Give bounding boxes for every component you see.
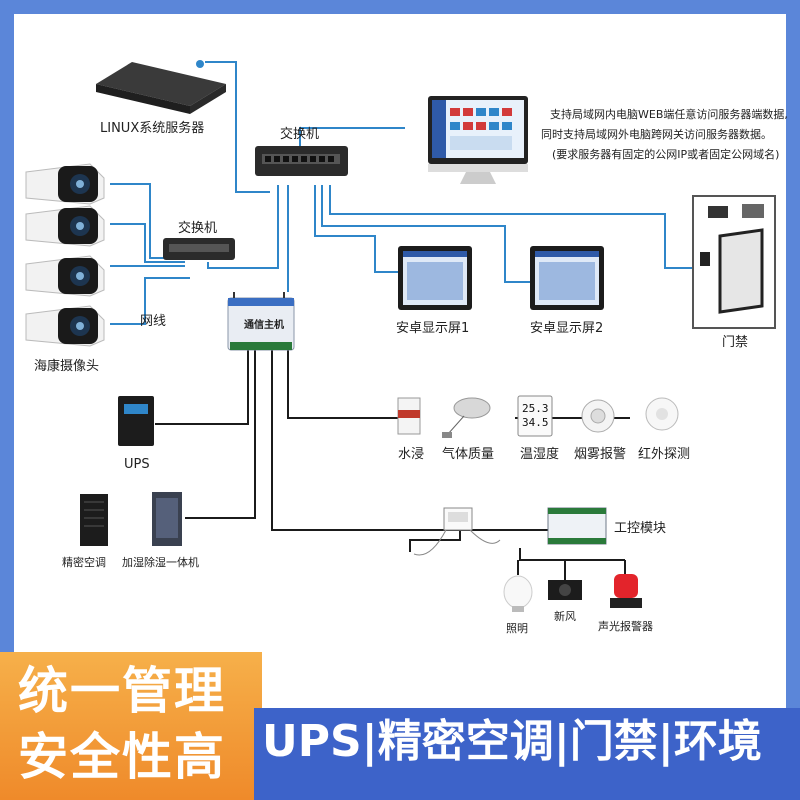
switch-top-icon xyxy=(255,146,348,176)
infrared-label: 红外探测 xyxy=(638,446,690,462)
cable-switch-screen2 xyxy=(321,185,530,283)
ups-label: UPS xyxy=(124,457,150,472)
wall-sensor-icon xyxy=(413,507,501,556)
camera-label: 海康摄像头 xyxy=(34,358,99,374)
switch-left-label: 交换机 xyxy=(178,220,217,236)
humidifier-label: 加湿除湿一体机 xyxy=(122,555,199,569)
switch-top-label: 交换机 xyxy=(280,126,319,142)
banner-left-line-2: 安全性高 xyxy=(18,728,226,786)
cable-cam2 xyxy=(110,223,185,263)
diagram-frame xyxy=(14,14,786,774)
lighting-icon xyxy=(503,575,533,612)
io-module-label: 工控模块 xyxy=(614,521,666,536)
camera-2-icon xyxy=(25,205,105,247)
air-quality-icon xyxy=(442,397,491,438)
lighting-label: 照明 xyxy=(506,622,528,635)
pc-monitor-icon xyxy=(428,96,528,184)
cable-leftswitch-topswitch xyxy=(207,185,279,269)
banner-left: 统一管理 安全性高 xyxy=(0,652,262,800)
smoke-alarm-icon xyxy=(581,399,615,433)
fresh-air-label: 新风 xyxy=(554,609,576,623)
temp-humidity-label: 温湿度 xyxy=(520,446,559,462)
temp-value: 25.3 xyxy=(522,402,549,415)
note-line-1: 支持局域网内电脑WEB端任意访问服务器端数据, xyxy=(550,107,788,121)
humidity-value: 34.5 xyxy=(522,416,549,429)
cable-switch-door xyxy=(329,185,695,269)
infrared-icon xyxy=(645,397,679,431)
humidifier-icon xyxy=(152,492,182,546)
precision-ac-label: 精密空调 xyxy=(62,555,106,569)
linux-server-icon xyxy=(96,60,226,114)
note-line-2: 同时支持局域网外电脑跨网关访问服务器数据。 xyxy=(541,127,772,141)
camera-3-icon xyxy=(25,255,105,297)
smoke-alarm-label: 烟雾报警 xyxy=(574,446,626,462)
host-device-icon xyxy=(227,292,295,351)
banner-right xyxy=(254,708,800,800)
banner-left-line-1: 统一管理 xyxy=(18,662,226,720)
air-quality-label: 气体质量 xyxy=(442,446,494,462)
water-leak-label: 水浸 xyxy=(398,447,424,462)
cable-server-switch xyxy=(205,61,270,193)
bus-lines xyxy=(155,350,630,580)
android-screen-1-label: 安卓显示屏1 xyxy=(396,321,469,336)
fresh-air-icon xyxy=(548,580,582,600)
camera-1-icon xyxy=(25,163,105,205)
cable-cam4 xyxy=(110,277,190,325)
sound-light-alarm-label: 声光报警器 xyxy=(598,619,653,633)
precision-ac-icon xyxy=(80,494,108,546)
access-control-label: 门禁 xyxy=(722,335,748,350)
network-cable-label: 网线 xyxy=(140,314,166,329)
ups-icon xyxy=(118,396,154,446)
device-brand-label: 通信主机 xyxy=(244,318,284,331)
access-control-icon xyxy=(692,195,776,329)
cable-switch-monitor xyxy=(299,127,405,150)
linux-server-label: LINUX系统服务器 xyxy=(100,120,204,136)
banner-right-text: UPS|精密空调|门禁|环境 xyxy=(262,716,762,767)
network-cables xyxy=(110,61,695,325)
android-screen-1-icon xyxy=(398,246,472,310)
cable-switch-screen1 xyxy=(314,185,398,273)
camera-4-icon xyxy=(25,305,105,347)
io-module-icon xyxy=(547,507,607,545)
temp-humidity-icon xyxy=(517,395,553,437)
switch-left-icon xyxy=(163,238,235,260)
android-screen-2-icon xyxy=(530,246,604,310)
water-leak-icon xyxy=(397,397,421,435)
sound-light-alarm-icon xyxy=(610,574,642,608)
note-line-3: (要求服务器有固定的公网IP或者固定公网域名) xyxy=(552,147,779,161)
android-screen-2-label: 安卓显示屏2 xyxy=(530,321,603,336)
